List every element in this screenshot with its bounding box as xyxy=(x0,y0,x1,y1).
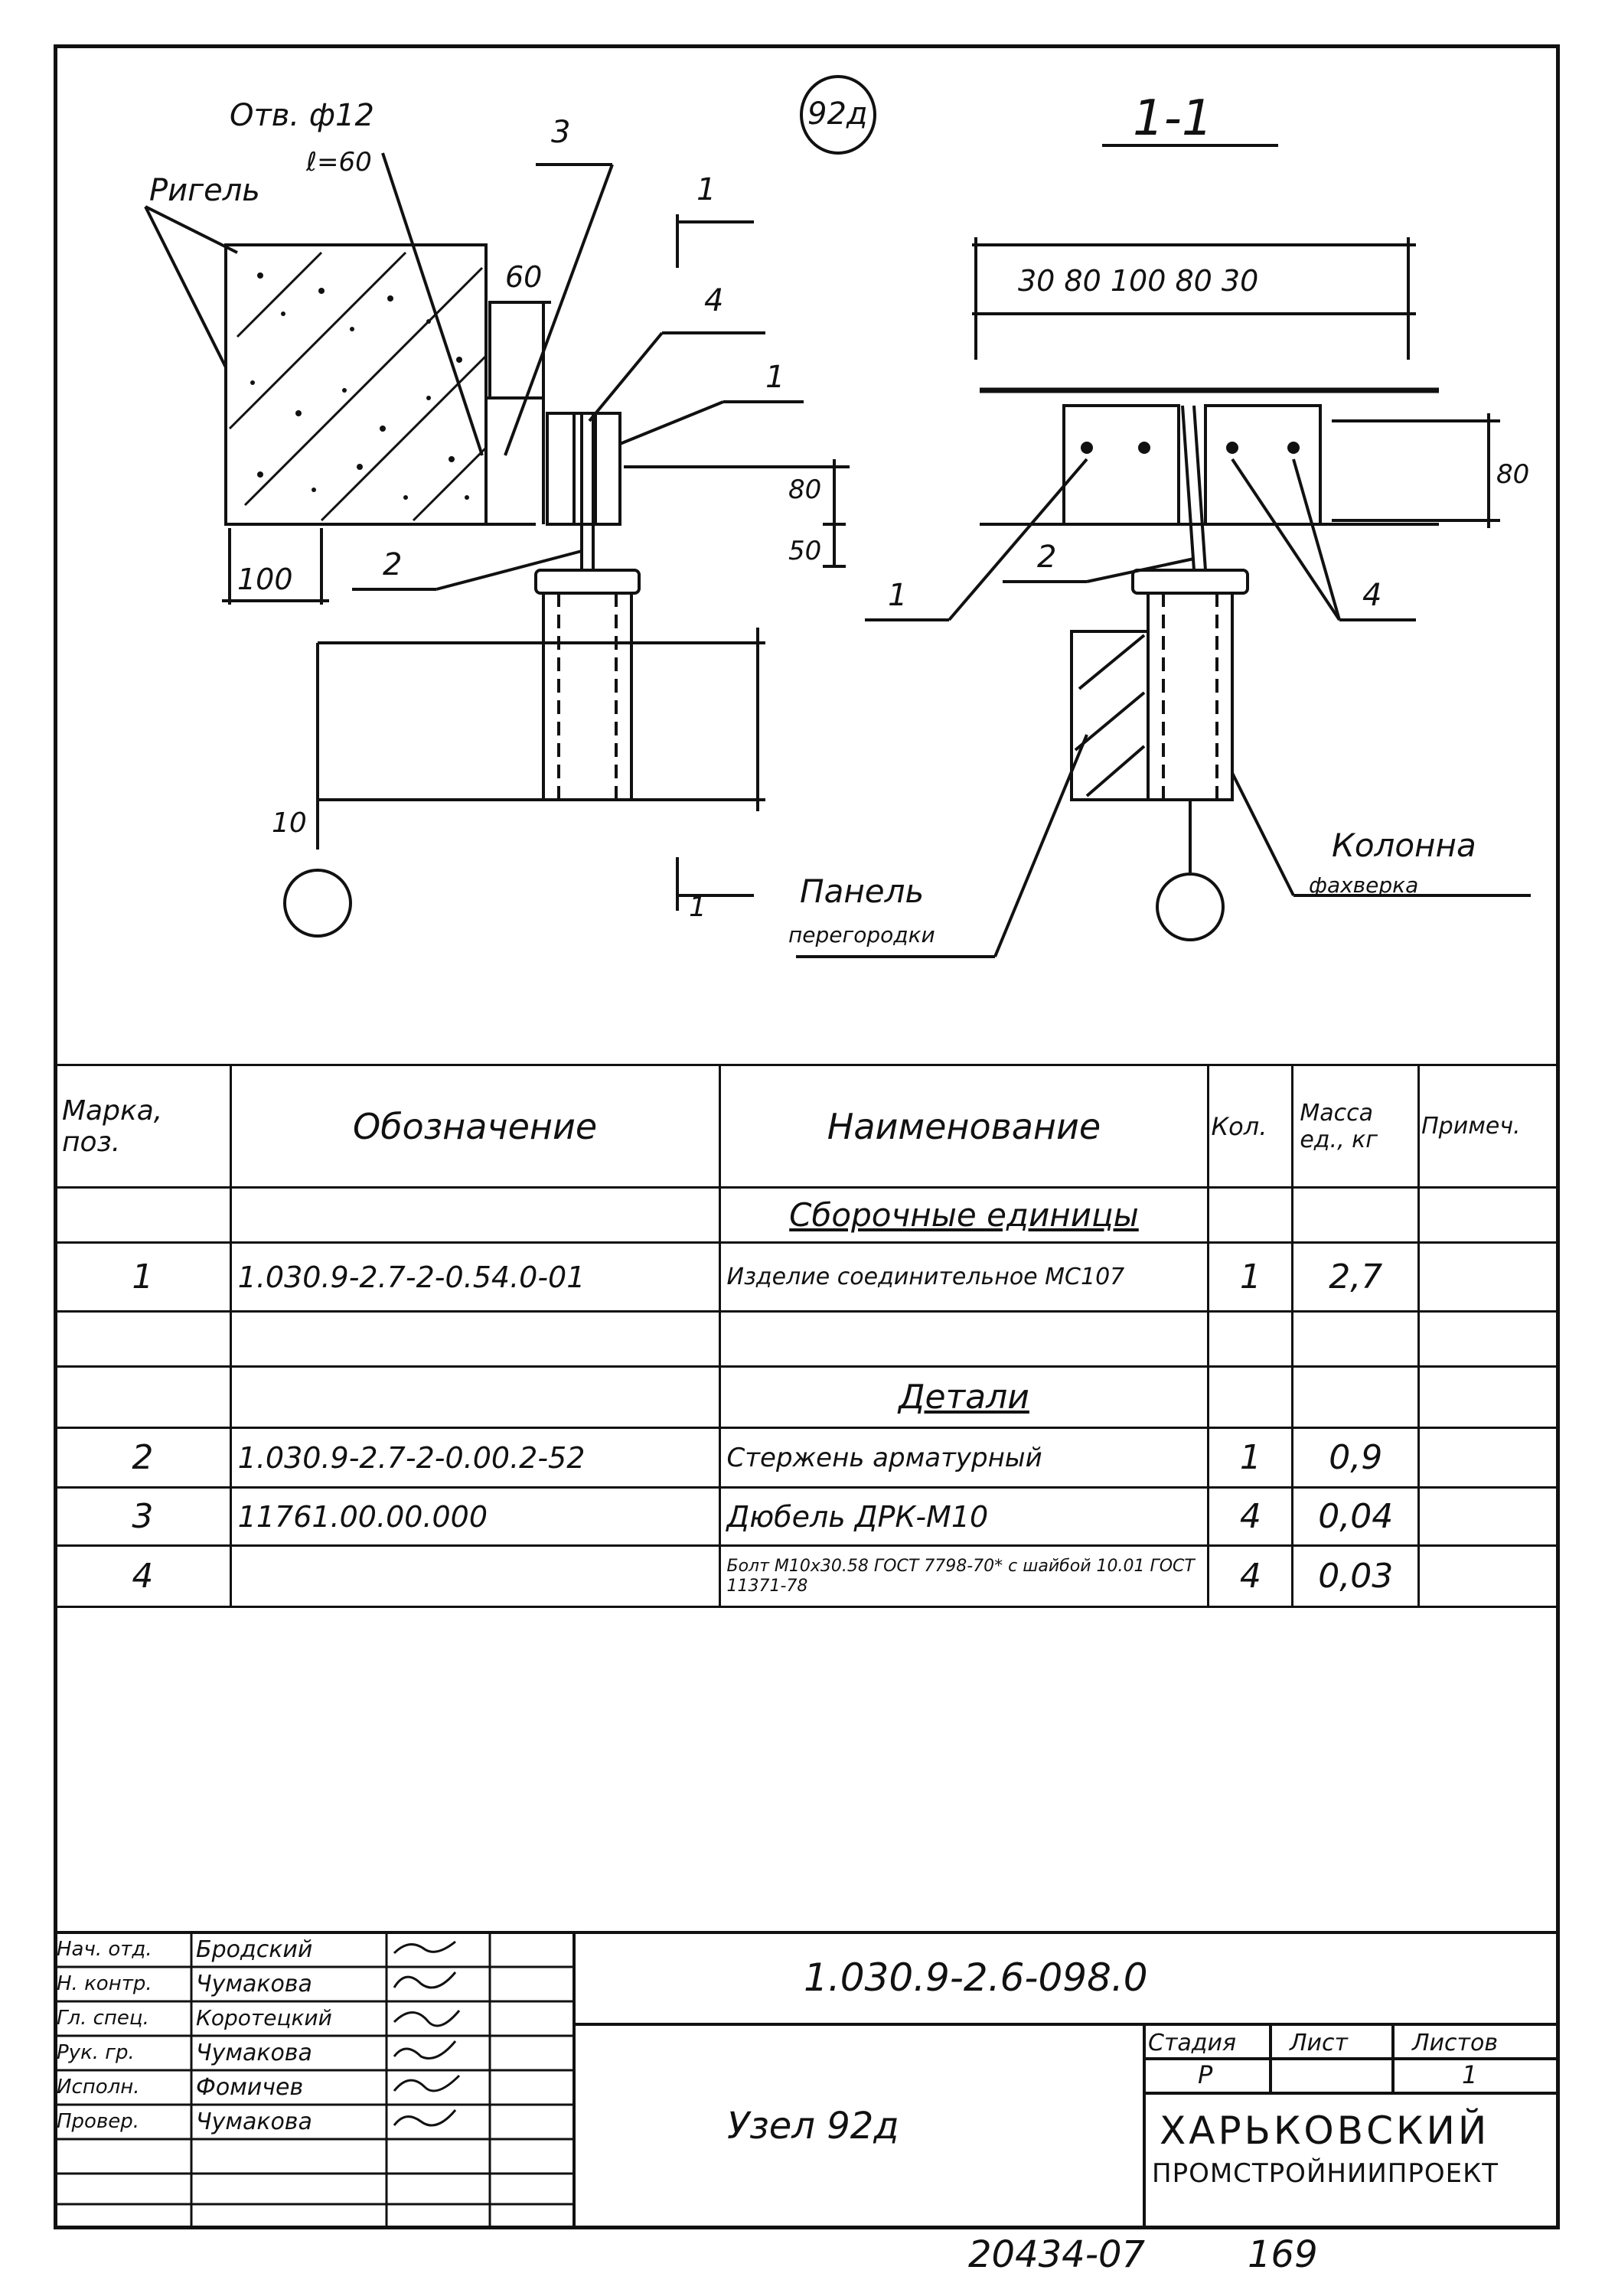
axis-bubble-right xyxy=(1156,872,1225,941)
cut-mark-top: 1 xyxy=(696,172,716,207)
spec-header-row: Марка, поз. Обозначение Наименование Кол… xyxy=(54,1064,1560,1189)
stamp-role-0: Нач. отд. xyxy=(57,1938,152,1961)
column-sub-label: фахверка xyxy=(1309,872,1419,898)
org-name-line2: ПРОМСТРОЙНИИПРОЕКТ xyxy=(1152,2158,1499,2189)
dim-100: 100 xyxy=(237,563,293,596)
dim-80: 80 xyxy=(788,475,822,505)
stamp-name-1: Чумакова xyxy=(196,1971,312,1998)
page-number: 169 xyxy=(1248,2233,1318,2276)
section-pos2: 2 xyxy=(1037,540,1057,575)
sheets-label: Листов xyxy=(1412,2030,1499,2056)
doc-code: 1.030.9-2.6-098.0 xyxy=(804,1955,1148,2000)
header-note: Примеч. xyxy=(1417,1064,1560,1189)
stamp-name-4: Фомичев xyxy=(196,2074,304,2101)
hole-label: Отв. ф12 xyxy=(230,98,374,133)
stamp-name-5: Чумакова xyxy=(196,2108,312,2135)
panel-sub-label: перегородки xyxy=(788,922,935,947)
section-plate-left xyxy=(1062,404,1180,526)
drawing-title: Узел 92д xyxy=(727,2105,899,2148)
section-dims: 30 80 100 80 30 xyxy=(1018,264,1259,298)
sheets-value: 1 xyxy=(1462,2060,1478,2089)
pos3-label: 3 xyxy=(551,115,571,150)
inventory-number: 20434-07 xyxy=(968,2233,1146,2276)
table-row: Детали xyxy=(54,1365,1560,1429)
header-mass: Масса ед., кг xyxy=(1291,1064,1421,1189)
stamp-name-3: Чумакова xyxy=(196,2040,312,2066)
panel-label: Панель xyxy=(800,872,925,910)
header-name: Наименование xyxy=(718,1064,1210,1189)
section-pos4: 4 xyxy=(1362,578,1382,613)
table-row: 1 1.030.9-2.7-2-0.54.0-01 Изделие соедин… xyxy=(54,1241,1560,1313)
partition-panel xyxy=(1070,630,1150,801)
org-name-line1: ХАРЬКОВСКИЙ xyxy=(1160,2108,1490,2153)
dim-10: 10 xyxy=(272,807,307,839)
stage-value: Р xyxy=(1198,2060,1213,2089)
section-title: 1-1 xyxy=(1133,90,1213,147)
rigel-hatching xyxy=(228,251,488,522)
cut-mark-bottom: 1 xyxy=(689,892,706,923)
node-badge-circle xyxy=(800,75,876,155)
section-plate-right xyxy=(1204,404,1322,526)
table-row: 2 1.030.9-2.7-2-0.00.2-52 Стержень армат… xyxy=(54,1427,1560,1489)
header-mark: Марка, поз. xyxy=(54,1064,232,1189)
table-row xyxy=(54,1310,1560,1368)
section-dim-80: 80 xyxy=(1496,459,1530,490)
node-drawing xyxy=(144,75,1531,958)
header-designation: Обозначение xyxy=(229,1064,721,1189)
table-row: 3 11761.00.00.000 Дюбель ДРК-М10 4 0,04 xyxy=(54,1486,1560,1547)
section-pos1: 1 xyxy=(888,578,908,613)
column-left xyxy=(542,592,633,801)
stamp-role-5: Провер. xyxy=(57,2110,140,2133)
dim-50: 50 xyxy=(788,536,822,566)
pos1-label: 1 xyxy=(765,360,785,395)
table-row: 4 Болт М10х30.58 ГОСТ 7798-70* с шайбой … xyxy=(54,1544,1560,1608)
stamp-role-3: Рук. гр. xyxy=(57,2041,135,2064)
stamp-name-2: Коротецкий xyxy=(196,2005,332,2030)
pos4-label: 4 xyxy=(704,283,724,318)
rigel-label: Ригель xyxy=(149,173,260,208)
specification-table: Марка, поз. Обозначение Наименование Кол… xyxy=(54,1064,1560,1608)
connecting-plate xyxy=(546,412,621,526)
stamp-role-4: Исполн. xyxy=(57,2076,140,2099)
node-badge: 92д xyxy=(807,96,868,132)
dim-60: 60 xyxy=(505,260,543,294)
rigel-outline xyxy=(224,243,488,526)
axis-bubble-left xyxy=(283,869,352,938)
column-label: Колонна xyxy=(1332,827,1476,864)
section-column xyxy=(1147,592,1234,801)
stamp-role-2: Гл. спец. xyxy=(57,2007,149,2030)
rigel-stipple xyxy=(250,272,469,500)
hole-length-label: ℓ=60 xyxy=(306,147,372,178)
pos2-label: 2 xyxy=(383,547,403,582)
stage-label: Стадия xyxy=(1148,2030,1237,2056)
table-row: Сборочные единицы xyxy=(54,1186,1560,1244)
sheet-label: Лист xyxy=(1290,2030,1349,2056)
header-qty: Кол. xyxy=(1207,1064,1294,1189)
stamp-name-0: Бродский xyxy=(196,1936,313,1963)
stamp-role-1: Н. контр. xyxy=(57,1972,152,1995)
